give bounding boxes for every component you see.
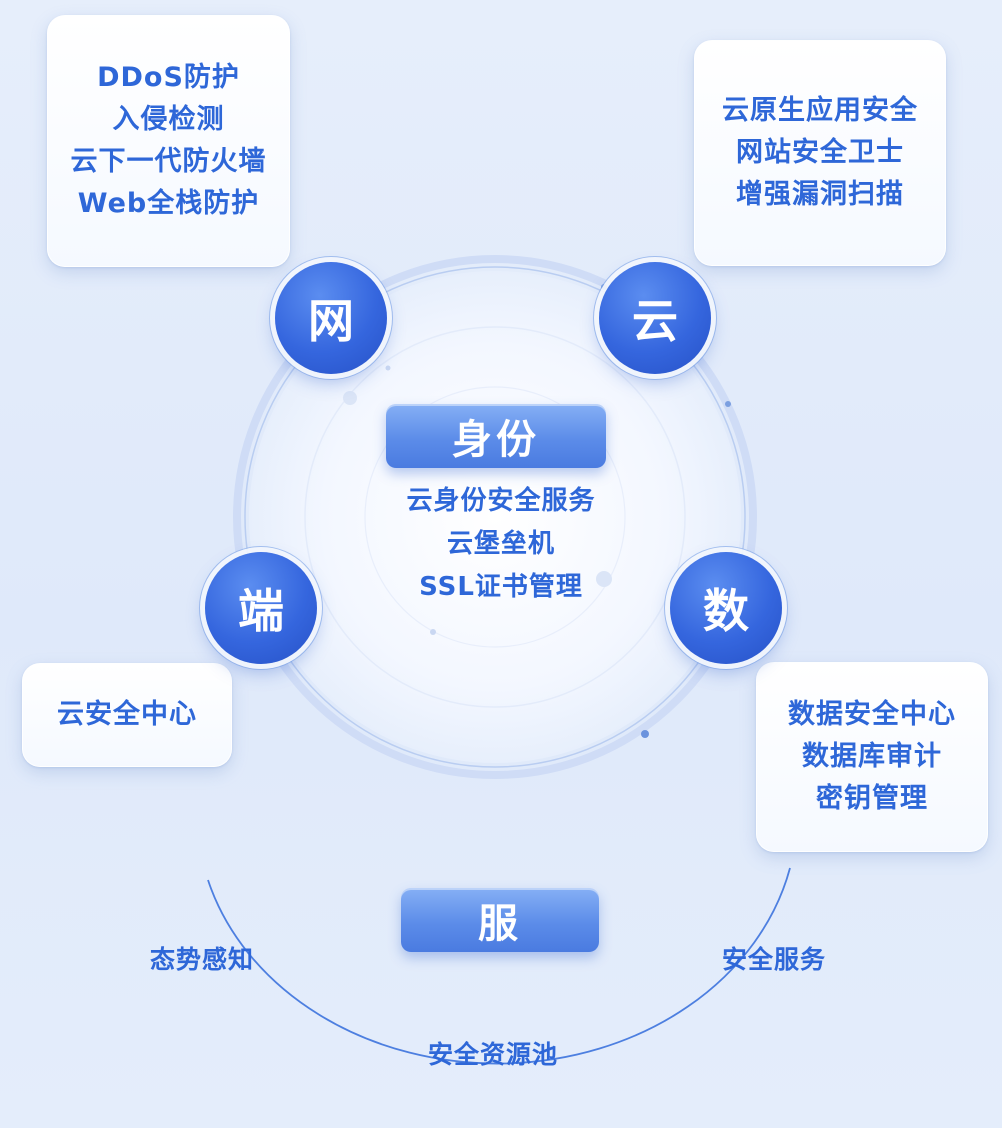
identity-title-pill: 身份 bbox=[386, 404, 606, 468]
resource-pool-label: 安全资源池 bbox=[428, 1040, 559, 1069]
inner-ring-1 bbox=[304, 326, 686, 708]
node-endpoint: 端 bbox=[205, 552, 317, 664]
service-arc bbox=[207, 867, 791, 1065]
ring-dot bbox=[430, 629, 436, 635]
service-title-pill: 服 bbox=[401, 888, 599, 952]
identity-item: 云身份安全服务 bbox=[406, 486, 596, 516]
data-security-card: 数据安全中心 数据库审计 密钥管理 bbox=[756, 662, 988, 852]
card-item: 数据安全中心 bbox=[788, 699, 956, 730]
security-service-label: 安全服务 bbox=[722, 945, 827, 974]
outer-ring-thin bbox=[244, 266, 746, 768]
ring-dot bbox=[725, 401, 731, 407]
endpoint-security-card: 云安全中心 bbox=[22, 663, 232, 767]
network-security-card: DDoS防护 入侵检测 云下一代防火墙 Web全栈防护 bbox=[47, 15, 290, 267]
ring-dot bbox=[596, 571, 612, 587]
card-item: 云原生应用安全 bbox=[722, 95, 918, 126]
card-item: 云下一代防火墙 bbox=[70, 146, 267, 177]
node-data: 数 bbox=[670, 552, 782, 664]
identity-item: 云堡垒机 bbox=[446, 529, 555, 559]
situation-awareness-label: 态势感知 bbox=[150, 945, 255, 974]
node-network: 网 bbox=[275, 262, 387, 374]
ring-dot bbox=[343, 391, 357, 405]
cloud-security-card: 云原生应用安全 网站安全卫士 增强漏洞扫描 bbox=[694, 40, 946, 266]
card-item: 网站安全卫士 bbox=[736, 137, 904, 168]
card-item: Web全栈防护 bbox=[77, 188, 260, 219]
card-item: 数据库审计 bbox=[802, 741, 942, 772]
card-item: 密钥管理 bbox=[816, 783, 928, 814]
ring-dot bbox=[641, 730, 649, 738]
inner-ring-2 bbox=[364, 386, 626, 648]
outer-ring bbox=[233, 255, 757, 779]
card-item: 增强漏洞扫描 bbox=[736, 179, 904, 210]
identity-item: SSL证书管理 bbox=[419, 572, 583, 602]
card-item: 云安全中心 bbox=[57, 699, 197, 730]
node-cloud: 云 bbox=[599, 262, 711, 374]
card-item: 入侵检测 bbox=[112, 104, 225, 135]
inner-disc bbox=[249, 271, 741, 763]
ring-dot bbox=[385, 365, 391, 371]
card-item: DDoS防护 bbox=[97, 62, 240, 93]
ring-dot bbox=[601, 284, 607, 290]
identity-item-list: 云身份安全服务 云堡垒机 SSL证书管理 bbox=[331, 480, 671, 609]
